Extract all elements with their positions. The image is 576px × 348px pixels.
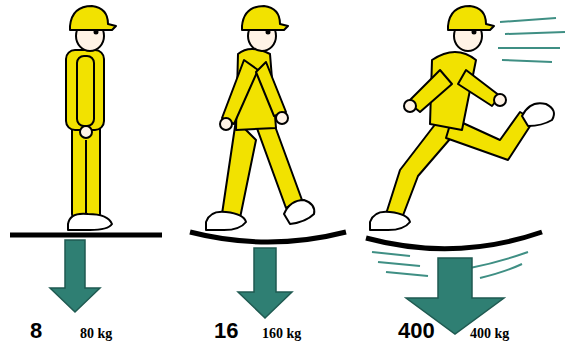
running-worker (370, 6, 554, 230)
load-number: 16 (214, 318, 238, 344)
load-number: 8 (30, 318, 42, 344)
load-label: 80 kg (80, 326, 112, 342)
walking-worker (206, 6, 314, 230)
force-arrow (50, 240, 100, 312)
motion-lines (372, 18, 565, 278)
force-arrow (238, 248, 292, 318)
load-number: 400 (398, 318, 435, 344)
load-label: 400 kg (470, 326, 509, 342)
bent-platform (190, 232, 346, 242)
standing-worker (66, 6, 116, 230)
load-label: 160 kg (262, 326, 301, 342)
flat-platform (10, 233, 162, 238)
bent-platform (366, 232, 542, 249)
